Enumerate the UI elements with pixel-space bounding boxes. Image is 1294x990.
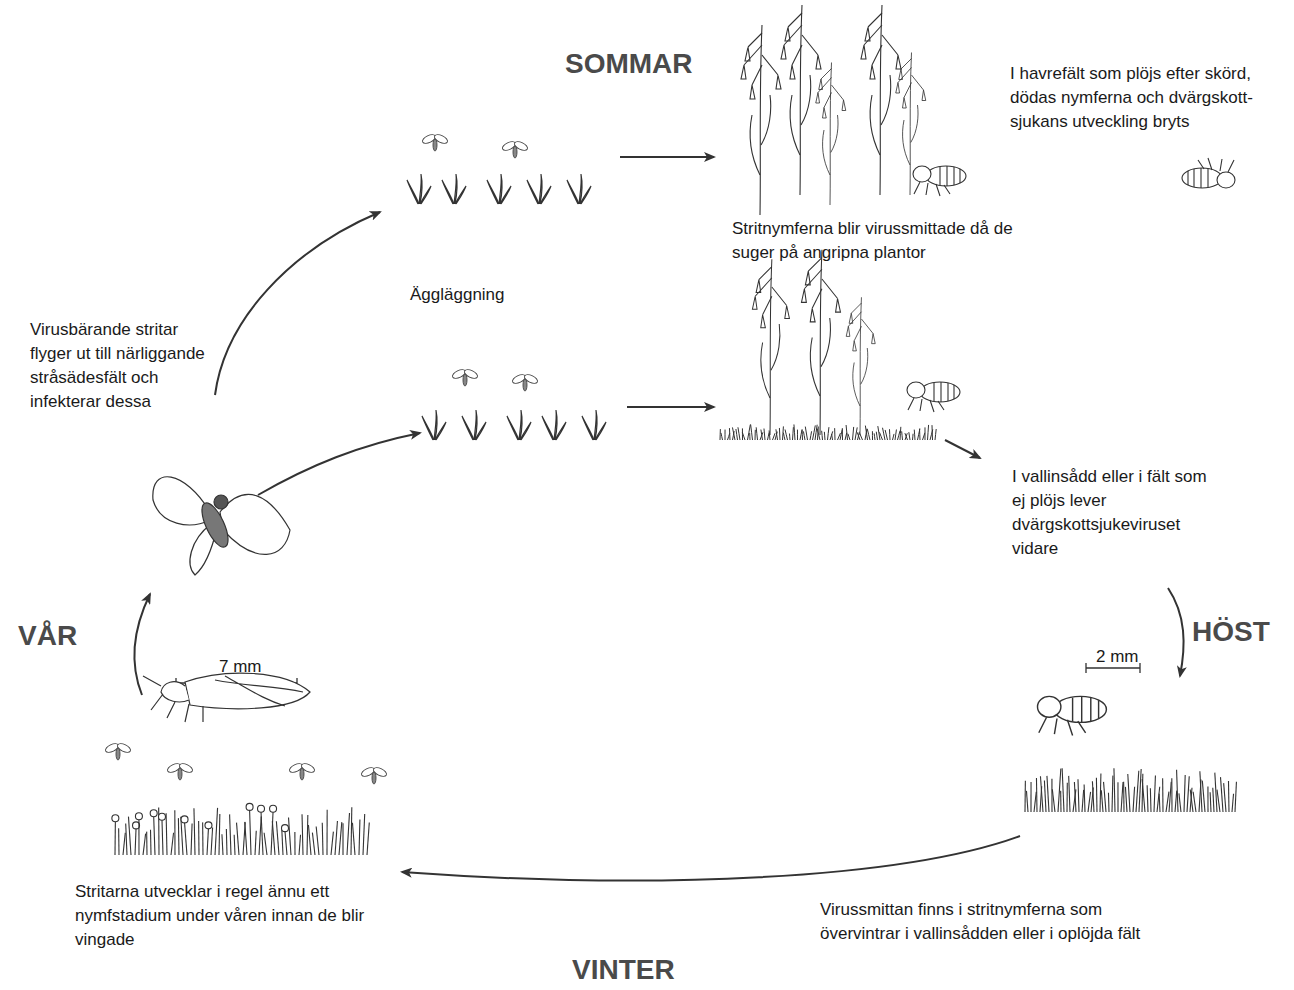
short-label: 7 mm — [219, 655, 262, 679]
note-text: Stritarna utvecklar i regel ännu ett nym… — [75, 880, 375, 952]
note-text: I vallinsådd eller i fält som ej plöjs l… — [1012, 465, 1217, 561]
season-heading: VÅR — [18, 620, 77, 652]
short-label: 2 mm — [1096, 645, 1139, 669]
note-text: Virusbärande stritar flyger ut till närl… — [30, 318, 215, 414]
note-text: Stritnymferna blir virussmittade då de s… — [732, 217, 1052, 265]
note-text: Virussmittan finns i stritnymferna som ö… — [820, 898, 1165, 946]
season-heading: SOMMAR — [565, 48, 693, 80]
note-text: I havrefält som plöjs efter skörd, dödas… — [1010, 62, 1280, 134]
short-label: Äggläggning — [410, 283, 505, 307]
season-heading: HÖST — [1192, 616, 1270, 648]
season-heading: VINTER — [572, 954, 675, 986]
